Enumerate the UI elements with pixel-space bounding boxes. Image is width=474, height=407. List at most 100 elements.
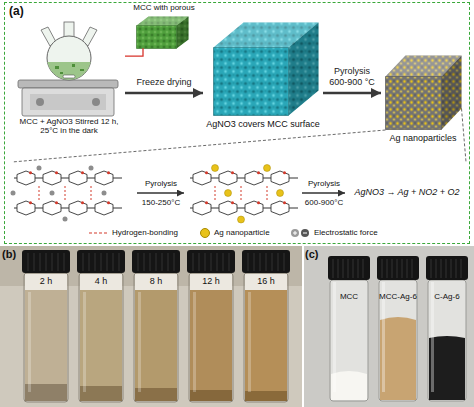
process-arrow — [323, 92, 381, 95]
photo-panel-c — [331, 371, 367, 400]
cellulose-agno3-structure — [17, 201, 35, 215]
sample-label: MCC — [325, 292, 373, 301]
cellulose-ag-structure — [193, 201, 211, 215]
cellulose-agno3-structure — [43, 171, 61, 185]
panel-label: (a) — [5, 3, 469, 19]
cellulose-ag-structure — [215, 186, 267, 200]
photo-panel-c — [328, 256, 370, 401]
cellulose-ag-structure — [219, 201, 237, 215]
panel-box: (a)MCC with porousMCC + AgNO3 Stirred 12… — [4, 2, 470, 244]
photo-panel-b — [77, 250, 125, 402]
process-arrow — [137, 192, 184, 194]
photo-panel-b — [135, 388, 177, 401]
flask-on-stirrer — [47, 62, 90, 80]
flask-on-stirrer — [60, 72, 63, 74]
legend-swatch — [200, 228, 210, 238]
flask-on-stirrer — [47, 36, 91, 80]
stage-label: AgNO3 covers MCC surface — [203, 119, 323, 129]
time-label: 8 h — [132, 276, 180, 286]
step-label: Pyrolysis — [299, 179, 349, 188]
legend-sample — [301, 229, 309, 237]
photo-panel-b — [245, 290, 287, 401]
cellulose-ag-structure — [238, 216, 245, 223]
mcc-cube — [137, 26, 177, 49]
photo-panel-b — [187, 250, 235, 402]
flask-on-stirrer — [22, 88, 114, 116]
flask-on-stirrer — [55, 66, 59, 69]
photo-panel-c — [426, 256, 468, 401]
ag-cube — [386, 56, 462, 130]
photo-panel-c — [377, 256, 419, 401]
photo-panel-b — [25, 290, 67, 401]
panel-label: (b) — [2, 248, 22, 261]
ag-cube — [442, 56, 462, 130]
photo-panel-b — [132, 250, 180, 402]
reaction-equation: AgNO3 → Ag + NO2 + O2 — [348, 187, 466, 197]
cellulose-ag-structure — [190, 165, 298, 224]
legend-text: Electrostatic force — [314, 228, 378, 237]
cellulose-agno3-structure — [102, 191, 107, 196]
cellulose-ag-structure — [219, 171, 237, 185]
legend-sample — [291, 229, 299, 237]
zoom-line — [12, 109, 466, 163]
ag-cube — [386, 77, 442, 130]
photo-panel-b — [242, 250, 290, 402]
temperature-label: 150-250°C — [135, 198, 187, 207]
agno3-cube — [289, 23, 319, 116]
legend-sample — [303, 233, 307, 234]
stage-box: AgNO3 covers MCC surface — [203, 17, 323, 129]
photo-panel-b — [242, 250, 290, 402]
photo-panel-b — [0, 246, 302, 407]
cellulose-agno3-structure — [11, 166, 123, 222]
flask-stage: MCC + AgNO3 Stirred 12 h, 25°C in the da… — [13, 21, 125, 135]
stage-label: Ag nanoparticles — [381, 133, 465, 143]
ag-cube — [442, 56, 462, 130]
time-label: 16 h — [242, 276, 290, 286]
photo-panel-c — [426, 256, 468, 401]
legend-sample — [293, 231, 297, 235]
cellulose-agno3-structure — [69, 201, 87, 215]
photo-panel-c — [328, 256, 370, 401]
legend-sample — [290, 228, 310, 238]
cellulose-agno3-structure — [95, 171, 113, 185]
process-arrow — [137, 193, 345, 194]
cellulose-ag-structure — [277, 190, 284, 197]
cellulose-agno3-structure — [17, 171, 35, 185]
legend-item: Hydrogen-bonding — [88, 228, 178, 238]
flask-on-stirrer — [63, 75, 75, 78]
cellulose-agno3-structure — [43, 201, 61, 215]
mcc-cube — [137, 17, 189, 49]
cellulose-agno3-structure — [11, 191, 16, 196]
cellulose-agno3-structure — [95, 201, 113, 215]
legend-sample — [89, 232, 107, 233]
step-label: Pyrolysis — [135, 179, 187, 188]
sample-label: C-Ag-6 — [423, 292, 471, 301]
photo-panel-b — [0, 246, 302, 407]
photo-panel-b — [190, 390, 232, 401]
edge-label: Pyrolysis 600-900 °C — [325, 66, 379, 87]
mcc-cube — [177, 17, 189, 49]
stage-box: Ag nanoparticles — [381, 51, 465, 143]
cellulose-ag-structure — [193, 171, 211, 185]
flask-on-stirrer — [30, 94, 106, 110]
flask-on-stirrer — [18, 80, 118, 88]
photo-panel-c — [304, 246, 474, 407]
stage-label: MCC + AgNO3 Stirred 12 h, 25°C in the da… — [13, 117, 125, 135]
photo-panel-c — [429, 336, 465, 400]
cellulose-agno3-structure — [63, 217, 68, 222]
flask-on-stirrer — [18, 22, 118, 116]
cellulose-ag-structure — [212, 165, 219, 172]
zoom-leader — [125, 48, 143, 56]
panel-label: (c) — [305, 248, 325, 261]
cellulose-agno3-structure — [39, 186, 91, 200]
photo-panel-b — [77, 250, 125, 402]
sample-label: MCC-Ag-6 — [374, 292, 422, 301]
photo-panel-b — [80, 386, 122, 401]
photo-panel-b — [245, 391, 287, 401]
flask-on-stirrer — [92, 98, 100, 106]
time-label: 2 h — [22, 276, 70, 286]
photo-panel-b — [80, 290, 122, 401]
photo-panel-c — [304, 246, 474, 407]
cellulose-ag-structure — [245, 171, 263, 185]
